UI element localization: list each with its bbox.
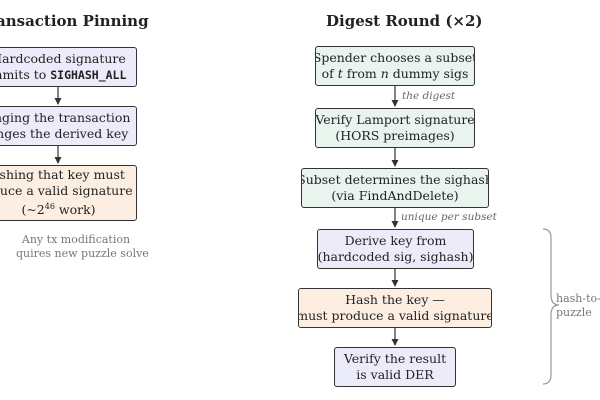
subset-sighash-box: Subset determines the sighash (via FindA… xyxy=(301,168,489,208)
brace-label: hash-to-s puzzle xyxy=(556,292,600,320)
box-line: (via FindAndDelete) xyxy=(331,188,459,203)
box-line: anging the transaction xyxy=(0,110,131,125)
brace-label-line: puzzle xyxy=(556,306,592,319)
box-line: oduce a valid signature xyxy=(0,183,133,199)
box-line: Spender chooses a subset xyxy=(315,50,475,65)
box-line: is valid DER xyxy=(356,367,434,382)
verify-der-box: Verify the result is valid DER xyxy=(334,347,456,387)
box-line: (∼246 work) xyxy=(21,199,95,218)
box-text: of xyxy=(321,66,338,81)
box-text: (∼2 xyxy=(21,202,45,218)
box-line: of t from n dummy sigs xyxy=(322,66,469,82)
hardcoded-signature-box: Hardcoded signature mmits to SIGHASH_ALL xyxy=(0,47,137,87)
right-title: Digest Round (×2) xyxy=(326,12,483,30)
box-text: mmits to xyxy=(0,67,47,82)
sighash-all-code: SIGHASH_ALL xyxy=(50,68,127,82)
changing-transaction-box: anging the transaction anges the derived… xyxy=(0,106,137,146)
derive-key-box: Derive key from (hardcoded sig, sighash) xyxy=(317,229,474,269)
exponent: 46 xyxy=(44,202,55,212)
box-line: Hash the key — xyxy=(345,292,445,307)
note-line: quires new puzzle solve xyxy=(16,247,149,260)
left-footnote: Any tx modification quires new puzzle so… xyxy=(16,233,149,261)
edge-label-digest: the digest xyxy=(402,90,456,102)
edge-label-unique-per-subset: unique per subset xyxy=(401,211,497,223)
box-line: must produce a valid signature xyxy=(298,308,492,323)
note-line: Any tx modification xyxy=(21,233,131,246)
box-line: mmits to SIGHASH_ALL xyxy=(0,67,126,83)
box-line: (hardcoded sig, sighash) xyxy=(317,249,474,264)
curly-brace xyxy=(542,228,560,385)
spender-subset-box: Spender chooses a subset of t from n dum… xyxy=(315,46,475,86)
box-line: Verify Lamport signature xyxy=(315,112,475,127)
box-line: Derive key from xyxy=(344,233,447,248)
box-line: Subset determines the sighash xyxy=(301,172,489,187)
brace-label-line: hash-to-s xyxy=(556,292,600,305)
left-title: ansaction Pinning xyxy=(0,12,149,30)
box-text: from xyxy=(342,66,381,81)
verify-lamport-box: Verify Lamport signature (HORS preimages… xyxy=(315,108,475,148)
box-text: work) xyxy=(54,202,96,218)
box-line: (HORS preimages) xyxy=(335,128,455,143)
box-line: Verify the result xyxy=(343,351,447,366)
var-n: n xyxy=(380,66,389,81)
box-line: anges the derived key xyxy=(0,126,129,141)
var-t: t xyxy=(337,66,343,81)
hash-key-box: Hash the key — must produce a valid sign… xyxy=(298,288,492,328)
box-line: Hardcoded signature xyxy=(0,51,126,66)
hashing-key-box: ashing that key must oduce a valid signa… xyxy=(0,165,137,221)
box-text: dummy sigs xyxy=(388,66,469,81)
box-line: ashing that key must xyxy=(0,167,125,183)
